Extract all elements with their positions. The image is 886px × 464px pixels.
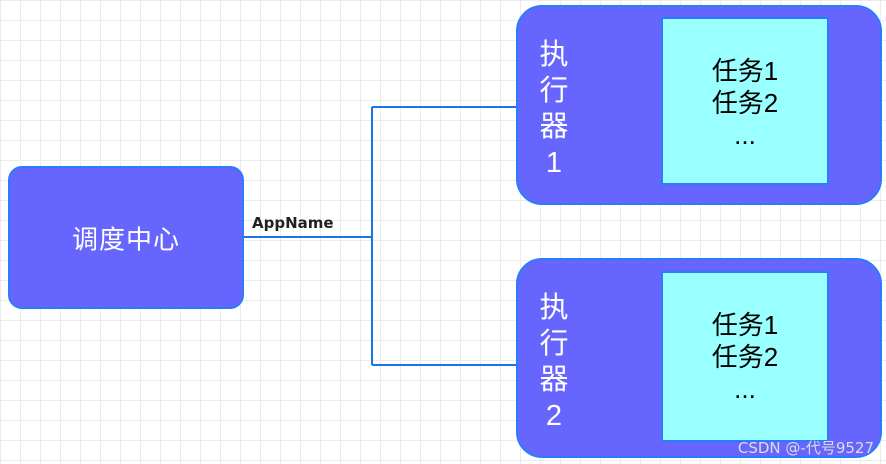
scheduler-center-node[interactable]: 调度中心	[8, 166, 244, 309]
task-item: 任务2	[711, 88, 779, 118]
executor-2-task-list[interactable]: 任务1 任务2 ...	[661, 271, 829, 442]
task-item: 任务1	[711, 56, 779, 86]
task-item-ellipsis: ...	[734, 374, 756, 404]
executor-2-label-char: 2	[545, 400, 563, 432]
executor-1-task-list[interactable]: 任务1 任务2 ...	[661, 17, 829, 185]
scheduler-center-label: 调度中心	[71, 224, 180, 254]
executor-node-2[interactable]: 执 行 器 2 任务1 任务2 ...	[516, 258, 882, 458]
executor-1-label-char: 器	[539, 111, 569, 143]
executor-2-label-char: 器	[539, 364, 569, 396]
task-item: 任务2	[711, 342, 779, 372]
executor-1-label-char: 行	[539, 75, 569, 107]
executor-1-label: 执 行 器 1	[536, 37, 572, 181]
task-item: 任务1	[711, 310, 779, 340]
executor-2-label-char: 执	[539, 292, 569, 324]
executor-node-1[interactable]: 执 行 器 1 任务1 任务2 ...	[516, 5, 882, 205]
executor-2-label: 执 行 器 2	[536, 290, 572, 434]
csdn-watermark: CSDN @-代号9527	[737, 439, 874, 457]
executor-1-label-char: 执	[539, 39, 569, 71]
executor-1-label-char: 1	[545, 147, 563, 179]
connector-label: AppName	[252, 214, 334, 232]
task-item-ellipsis: ...	[734, 120, 756, 150]
executor-2-label-char: 行	[539, 328, 569, 360]
